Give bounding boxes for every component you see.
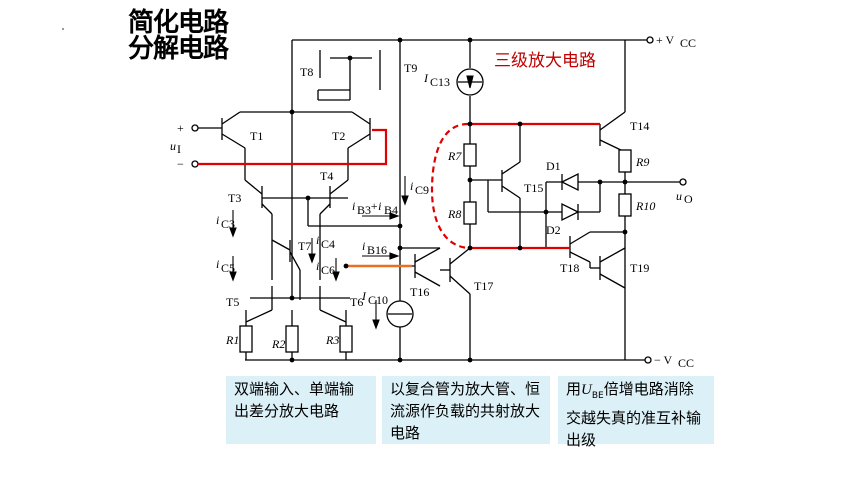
explanation-box-output-stage: 用UBE倍增电路消除交越失真的准互补输出级 — [558, 376, 714, 449]
supply-pos-sub: CC — [680, 36, 696, 50]
ic4-sub: C4 — [321, 237, 335, 251]
ib3b4-sub1: B3 — [357, 203, 371, 217]
input-plus-sign: + — [177, 121, 184, 135]
supply-pos-label: + V — [656, 33, 675, 47]
ic5-sub: C5 — [221, 261, 235, 275]
r9-label: R9 — [635, 155, 649, 169]
ic6-label: i — [316, 259, 319, 273]
t4-label: T4 — [320, 169, 333, 183]
r1-label: R1 — [225, 333, 239, 347]
explanation-output-sub: BE — [591, 391, 604, 401]
output-label: u — [676, 189, 682, 203]
explanation-output-pre: 用 — [566, 380, 582, 398]
t15-label: T15 — [524, 181, 543, 195]
ic13-sub: C13 — [430, 75, 450, 89]
ib3b4-label: i — [352, 199, 355, 213]
ic9-label: i — [410, 179, 413, 193]
r2-label: R2 — [271, 337, 285, 351]
t7-label: T7 — [298, 239, 311, 253]
t17-label: T17 — [474, 279, 493, 293]
explanation-diff-amp-text: 双端输入、单端输出差分放大电路 — [234, 380, 355, 420]
ic3-label: i — [216, 213, 219, 227]
explanation-output-post: 倍增电路消除交越失真的准互补输出级 — [566, 380, 702, 449]
r10-label: R10 — [635, 199, 655, 213]
supply-neg-label: − V — [654, 353, 673, 367]
t19-label: T19 — [630, 261, 649, 275]
t14-label: T14 — [630, 119, 649, 133]
ib3b4-plus: +i — [370, 199, 381, 213]
r7-label: R7 — [447, 149, 462, 163]
input-label: u — [170, 139, 176, 153]
t16-label: T16 — [410, 285, 429, 299]
explanation-box-diff-amp: 双端输入、单端输出差分放大电路 — [226, 376, 376, 444]
t5-label: T5 — [226, 295, 239, 309]
input-minus-sign: − — [177, 157, 184, 171]
ib16-sub: B16 — [367, 243, 387, 257]
input-label-sub: I — [177, 142, 181, 156]
ic4-label: i — [316, 233, 319, 247]
t8-label: T8 — [300, 65, 313, 79]
t2-label: T2 — [332, 129, 345, 143]
ic13-label: I — [423, 71, 429, 85]
ib16-label: i — [362, 239, 365, 253]
supply-neg-sub: CC — [678, 356, 694, 370]
output-label-sub: O — [684, 192, 693, 206]
explanation-output-u: U — [581, 382, 592, 398]
explanation-ce-amp-text: 以复合管为放大管、恒流源作负载的共射放大电路 — [390, 380, 541, 442]
t9-label: T9 — [404, 61, 417, 75]
t6-label: T6 — [350, 295, 363, 309]
explanation-box-ce-amp: 以复合管为放大管、恒流源作负载的共射放大电路 — [382, 376, 550, 444]
title-line2: 分解电路 — [128, 34, 229, 64]
d1-label: D1 — [546, 159, 561, 173]
r8-label: R8 — [447, 207, 461, 221]
r3-label: R3 — [325, 333, 339, 347]
ic6-sub: C6 — [321, 263, 335, 277]
stage-label: 三级放大电路 — [494, 51, 596, 71]
stray-dot — [62, 28, 64, 30]
t18-label: T18 — [560, 261, 579, 275]
title-line1: 简化电路 — [128, 8, 229, 38]
ic5-label: i — [216, 257, 219, 271]
t3-label: T3 — [228, 191, 241, 205]
t1-label: T1 — [250, 129, 263, 143]
d2-label: D2 — [546, 223, 561, 237]
ic10-sub: C10 — [368, 293, 388, 307]
ic9-sub: C9 — [415, 183, 429, 197]
ib3b4-sub2: B4 — [384, 203, 398, 217]
ic3-sub: C3 — [221, 217, 235, 231]
ic10-label: I — [361, 289, 367, 303]
